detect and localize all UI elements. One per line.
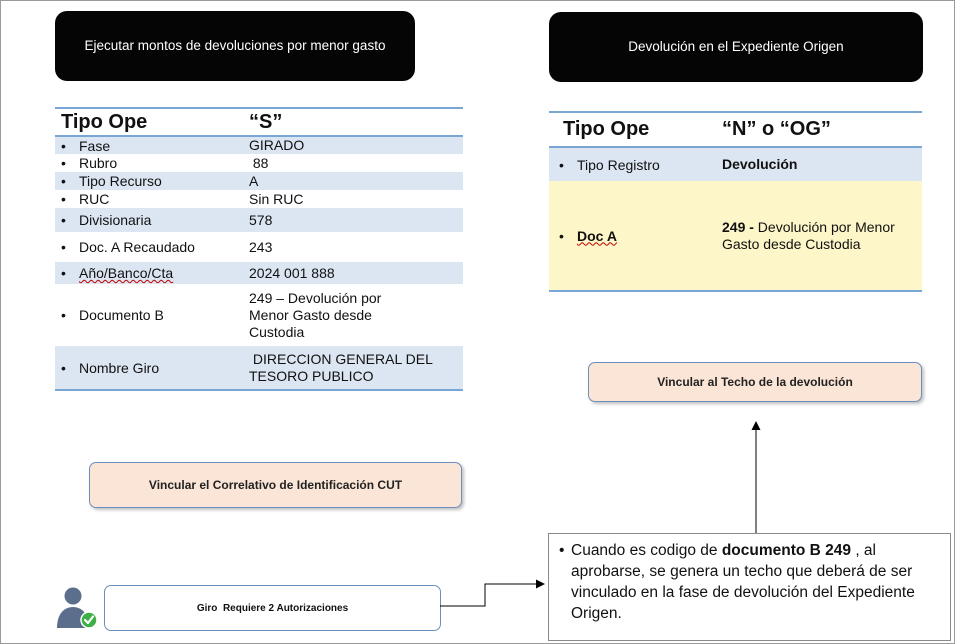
note-text-bold: documento B 249 xyxy=(721,542,852,559)
row-value: 243 xyxy=(249,238,273,255)
row-label: Fase xyxy=(79,137,111,154)
value-rest: Devolución por Menor Gasto desde Custodi… xyxy=(722,218,895,252)
value-line: Custodia xyxy=(249,323,305,340)
connector-auth-to-note xyxy=(440,579,545,607)
value-line: TESORO PUBLICO xyxy=(249,367,374,384)
left-header-label: Tipo Ope xyxy=(55,107,243,137)
left-table: Tipo Ope “S” •Fase GIRADO •Rubro 88 •Tip… xyxy=(55,107,463,391)
link-techo-label: Vincular al Techo de la devolución xyxy=(657,375,853,389)
value-line: Menor Gasto desde xyxy=(249,306,372,323)
row-label: RUC xyxy=(79,191,110,207)
note-text: Cuando es codigo de documento B 249 , al… xyxy=(571,540,940,624)
user-check-icon xyxy=(57,587,98,629)
link-cut-label: Vincular el Correlativo de Identificació… xyxy=(148,478,403,492)
right-title-text: Devolución en el Expediente Origen xyxy=(628,39,844,54)
left-table-header: Tipo Ope “S” xyxy=(55,107,463,137)
right-table-header: Tipo Ope “N” o “OG” xyxy=(549,111,922,148)
table-row: •Rubro 88 xyxy=(55,154,463,172)
left-title-text: Ejecutar montos de devoluciones por meno… xyxy=(84,38,386,53)
link-cut-button[interactable]: Vincular el Correlativo de Identificació… xyxy=(89,462,462,508)
row-label: Tipo Registro xyxy=(577,156,660,173)
row-label: Divisionaria xyxy=(79,212,152,228)
note-text-after: , al aprobarse, se genera un techo que d… xyxy=(571,542,915,622)
row-value: 2024 001 888 xyxy=(243,262,463,284)
row-value: Sin RUC xyxy=(249,190,304,207)
table-row: •Documento B 249 – Devolución por Menor … xyxy=(55,284,463,346)
table-row: •RUC Sin RUC xyxy=(55,190,463,208)
left-title: Ejecutar montos de devoluciones por meno… xyxy=(55,11,415,81)
row-label: Año/Banco/Cta xyxy=(79,265,174,281)
row-value: 249 - Devolución por Menor Gasto desde C… xyxy=(716,181,922,292)
value-bold: 249 - xyxy=(722,218,754,235)
auth-required-box[interactable]: Giro Requiere 2 Autorizaciones xyxy=(104,585,441,631)
row-label: Rubro xyxy=(79,155,118,171)
row-value-multiline: 249 – Devolución por Menor Gasto desde C… xyxy=(243,284,463,346)
row-value: A xyxy=(243,172,463,190)
link-techo-button[interactable]: Vincular al Techo de la devolución xyxy=(588,362,922,402)
table-row: •Divisionaria 578 xyxy=(55,208,463,232)
left-header-value: “S” xyxy=(243,107,463,137)
right-table: Tipo Ope “N” o “OG” •Tipo Registro Devol… xyxy=(549,111,922,292)
row-label: Doc. A Recaudado xyxy=(79,239,195,255)
value-line: DIRECCION GENERAL DEL xyxy=(249,350,433,367)
table-row: •Doc. A Recaudado 243 xyxy=(55,232,463,262)
note-box: • Cuando es codigo de documento B 249 , … xyxy=(548,533,951,641)
table-row: •Año/Banco/Cta 2024 001 888 xyxy=(55,262,463,284)
row-label: Tipo Recurso xyxy=(79,173,162,189)
right-title: Devolución en el Expediente Origen xyxy=(549,12,923,82)
auth-required-label: Giro Requiere 2 Autorizaciones xyxy=(196,602,349,614)
table-row: •Doc A 249 - Devolución por Menor Gasto … xyxy=(549,181,922,292)
row-label: Doc A xyxy=(577,227,617,244)
value-line: 249 – Devolución por xyxy=(249,289,382,306)
row-value: 578 xyxy=(243,208,463,232)
row-value: GIRADO xyxy=(243,136,463,154)
note-bullet: • xyxy=(559,542,565,559)
row-value: 88 xyxy=(249,154,269,171)
table-row: •Tipo Recurso A xyxy=(55,172,463,190)
row-label: Nombre Giro xyxy=(79,359,160,376)
row-label: Documento B xyxy=(79,307,164,323)
table-row: •Fase GIRADO xyxy=(55,136,463,154)
row-value: Devolución xyxy=(716,147,922,181)
row-value-multiline: DIRECCION GENERAL DEL TESORO PUBLICO xyxy=(243,346,463,391)
right-header-label: Tipo Ope xyxy=(549,111,716,148)
right-header-value: “N” o “OG” xyxy=(716,111,922,148)
note-text-before: Cuando es codigo de xyxy=(571,542,722,559)
table-row: •Nombre Giro DIRECCION GENERAL DEL TESOR… xyxy=(55,346,463,391)
table-row: •Tipo Registro Devolución xyxy=(549,147,922,181)
